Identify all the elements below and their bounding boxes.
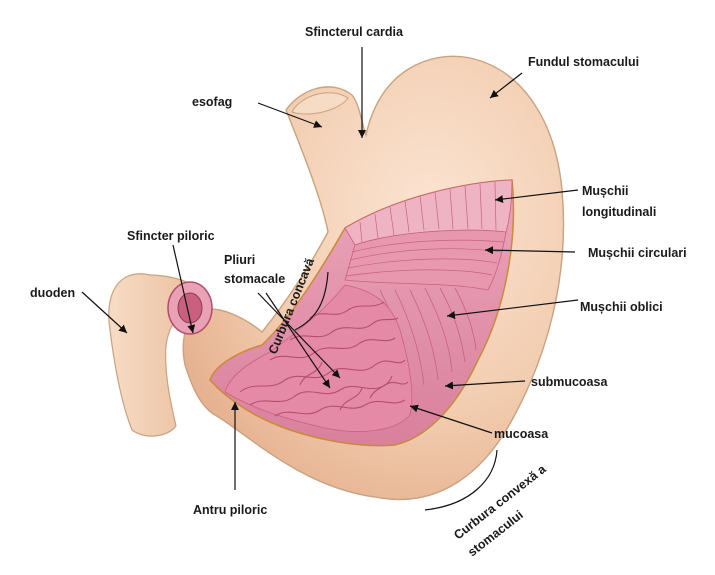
- label-muschii-longitudinali-2: longitudinali: [582, 205, 656, 219]
- label-muschii-oblici: Mușchii oblici: [580, 300, 663, 314]
- concave-curvature-arc: [294, 271, 329, 331]
- longitudinal-fibers: [359, 181, 497, 243]
- label-esofag: esofag: [192, 95, 232, 109]
- pyloric-opening: [177, 292, 203, 324]
- label-pliuri-stomacale-2: stomacale: [224, 272, 285, 286]
- gastric-folds: [239, 301, 409, 417]
- label-mucoasa: mucoasa: [494, 427, 549, 441]
- label-sfincter-piloric: Sfincter piloric: [127, 229, 215, 243]
- label-sfincterul-cardia: Sfincterul cardia: [305, 25, 404, 39]
- convex-curvature-arc: [424, 449, 498, 511]
- esophagus-opening: [291, 92, 349, 115]
- label-duoden: duoden: [30, 286, 75, 300]
- mucosa-area: [224, 284, 413, 432]
- label-antru-piloric: Antru piloric: [193, 503, 267, 517]
- label-muschii-circulari: Mușchii circulari: [588, 246, 687, 260]
- label-muschii-longitudinali-1: Mușchii: [582, 184, 629, 198]
- label-pliuri-stomacale-1: Pliuri: [224, 253, 255, 267]
- label-submucoasa: submucoasa: [531, 375, 608, 389]
- label-fundul-stomacului: Fundul stomacului: [528, 55, 639, 69]
- leader-arrows: [81, 47, 579, 490]
